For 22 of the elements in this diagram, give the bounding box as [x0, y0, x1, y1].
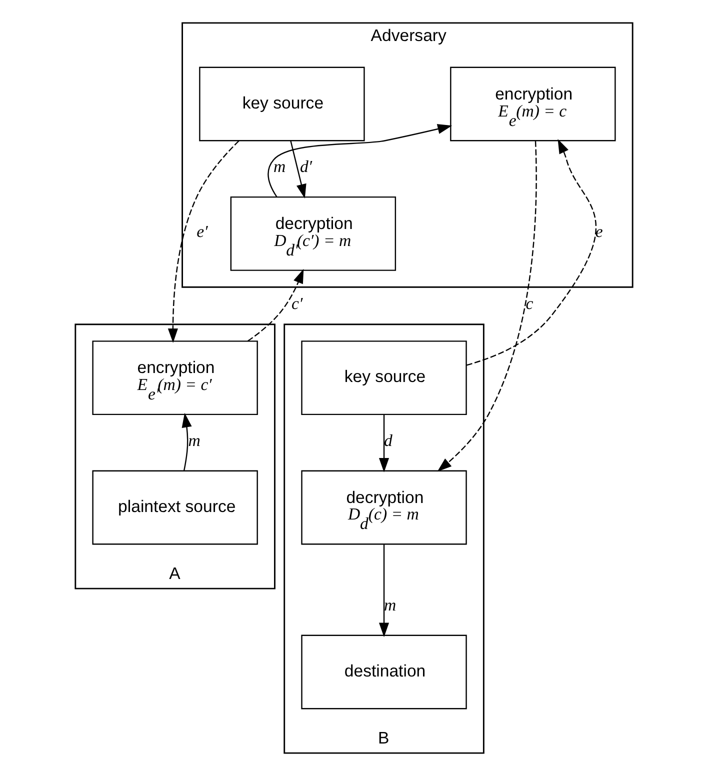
arrow [290, 140, 306, 199]
edge-label: c [525, 294, 533, 313]
node-box: key source [300, 340, 466, 416]
edge-label: d [384, 430, 392, 450]
arrow [247, 268, 304, 342]
arrow [167, 140, 239, 343]
arrow [267, 124, 452, 198]
edge-label: e [594, 222, 602, 241]
arrow [466, 138, 596, 366]
arrow [378, 414, 389, 472]
arrow [181, 412, 192, 471]
node-box: destination [300, 634, 466, 710]
node-box: plaintext source [92, 470, 258, 545]
edge-label: m [188, 430, 200, 450]
edge-label: c′ [291, 294, 302, 313]
arrow [378, 544, 389, 638]
node-box: key source [198, 66, 364, 142]
edge-label: m [384, 595, 396, 614]
edge-label: e′ [196, 222, 208, 241]
edge-label: d′ [299, 157, 312, 176]
arrow [436, 141, 536, 472]
edge-label: m [273, 157, 286, 176]
